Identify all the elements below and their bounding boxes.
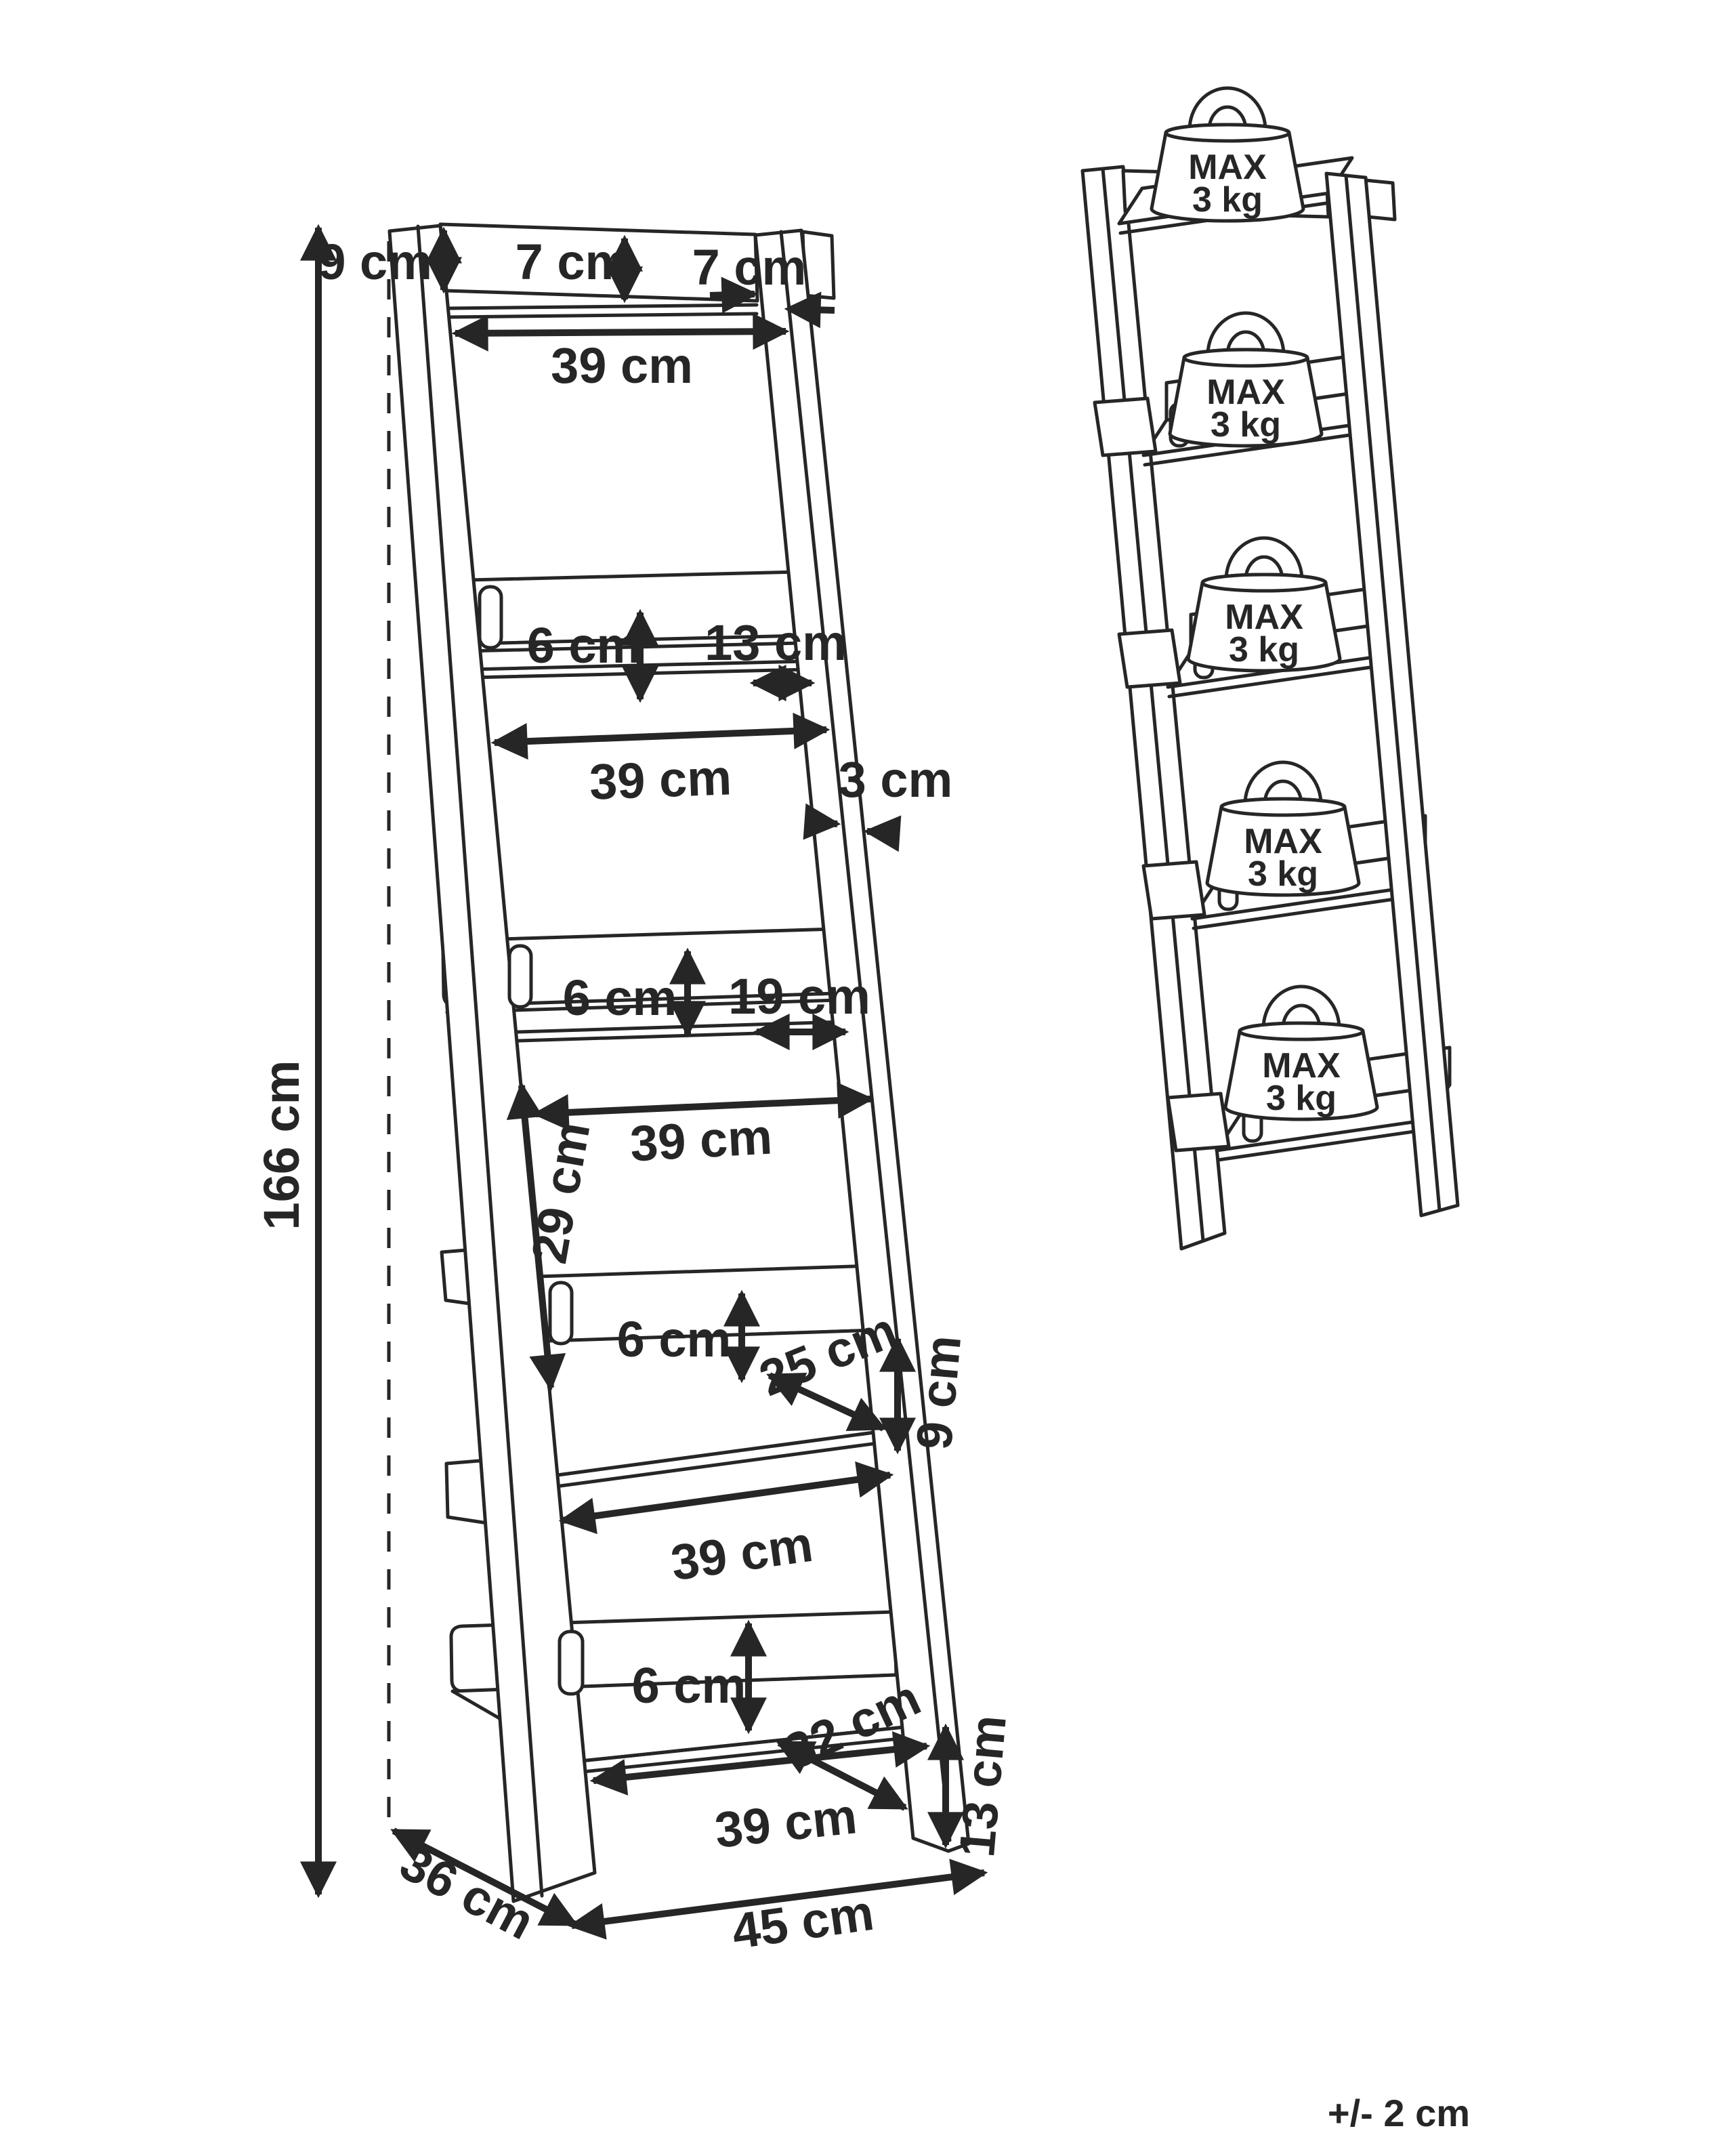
r-shelf5-lip [1216, 1127, 1430, 1162]
dim-line-gap-shelf3-shelf4 [506, 1081, 566, 1392]
dim-line-shelf5-width [589, 1731, 931, 1796]
weight-1: MAX 3 kg [1150, 86, 1305, 223]
weight-5-max-label: MAX [1262, 1046, 1341, 1085]
weight-1-handle [1187, 86, 1267, 132]
weight-5: MAX 3 kg [1223, 984, 1379, 1121]
dim-shelf5-width: 39 cm [712, 1787, 859, 1858]
dim-line-top-rail-depth-right [784, 291, 835, 329]
dim-line-rail-thickness-left [803, 803, 841, 840]
left-ladder-dimensions [299, 224, 988, 1940]
r-shelf5-side [1166, 1092, 1231, 1153]
dim-line-base-width [568, 1859, 988, 1940]
shelf4-side-tab [548, 1281, 574, 1346]
weight-1-kg-label: 3 kg [1192, 180, 1263, 220]
dim-line-base-depth [390, 1827, 579, 1928]
weight-4-top-rim [1219, 797, 1347, 817]
dim-shelf4-back-height: 6 cm [617, 1311, 732, 1367]
right-rail-edge [779, 230, 952, 1842]
weight-5-top-rim [1238, 1021, 1365, 1041]
dim-shelf2-back-height: 6 cm [527, 617, 642, 673]
dim-shelf5-front-drop: 13 cm [948, 1713, 1017, 1859]
r-shelf3-side [1117, 628, 1182, 689]
dim-top-back-height: 9 cm [318, 234, 432, 290]
weight-2-top-rim [1182, 348, 1309, 368]
weight-2: MAX 3 kg [1168, 311, 1324, 448]
shelf5-side-tab [558, 1630, 585, 1696]
weight-4: MAX 3 kg [1205, 760, 1361, 897]
shelf2-side-tab [478, 585, 503, 650]
dim-shelf3-width: 39 cm [629, 1108, 774, 1172]
weight-4-handle [1243, 760, 1323, 806]
right-drawing-left-rail-edge [1101, 167, 1205, 1243]
shelf1-surface-line [447, 303, 759, 310]
dim-shelf4-width: 39 cm [667, 1516, 816, 1591]
weight-2-max-label: MAX [1206, 373, 1285, 412]
r-shelf2-side [1093, 396, 1158, 457]
shelf3-side-tab [507, 944, 533, 1009]
dim-line-shelf2-width [490, 712, 831, 760]
weight-3-handle [1224, 536, 1304, 582]
weight-3-kg-label: 3 kg [1229, 630, 1299, 669]
dim-shelf3-back-height: 6 cm [563, 970, 677, 1026]
right-drawing-right-rail-edge [1344, 173, 1442, 1212]
dim-shelf1-width: 39 cm [551, 337, 693, 394]
dim-base-width: 45 cm [728, 1884, 877, 1960]
weight-2-kg-label: 3 kg [1211, 405, 1281, 444]
weight-1-top-rim [1164, 123, 1291, 143]
dim-line-shelf4-depth [766, 1372, 887, 1432]
dim-line-rail-thickness-right [863, 815, 902, 852]
dim-gap-shelf3-shelf4: 29 cm [520, 1118, 600, 1268]
weight-5-handle [1261, 984, 1341, 1031]
left-ladder-labels: 166 cm 9 cm 7 cm 7 cm 39 cm 6 cm 13 cm 3… [253, 234, 1017, 1960]
dim-top-shelf-back-height: 7 cm [516, 234, 630, 290]
weight-3: MAX 3 kg [1186, 536, 1342, 673]
dim-line-shelf3-width [532, 1082, 875, 1131]
tolerance-note: +/- 2 cm [1328, 2092, 1470, 2134]
r-shelf4-side [1141, 860, 1206, 921]
max-load-weights: MAX 3 kg MAX 3 kg MAX 3 kg MA [1150, 86, 1379, 1121]
dim-total-height: 166 cm [253, 1060, 310, 1230]
dim-shelf4-front-drop: 9 cm [906, 1333, 971, 1451]
dim-line-shelf4-width [558, 1461, 894, 1535]
dim-rail-thickness: 3 cm [839, 751, 953, 808]
weight-2-handle [1206, 311, 1286, 357]
dim-line-top-rail-depth-left [709, 276, 759, 314]
left-ladder-structure [387, 222, 971, 1903]
dim-shelf2-depth: 13 cm [705, 615, 847, 671]
weight-1-max-label: MAX [1188, 148, 1267, 187]
weight-3-top-rim [1200, 573, 1328, 593]
shelf1-front-lip [447, 312, 759, 319]
weight-4-kg-label: 3 kg [1248, 854, 1318, 894]
dim-shelf5-back-height: 6 cm [632, 1657, 747, 1714]
right-rail [753, 228, 971, 1853]
dim-top-rail-depth: 7 cm [692, 239, 807, 295]
weight-5-kg-label: 3 kg [1266, 1079, 1337, 1118]
left-ladder-drawing: 166 cm 9 cm 7 cm 7 cm 39 cm 6 cm 13 cm 3… [253, 222, 1017, 1960]
r-shelf3-lip [1167, 664, 1381, 699]
weight-3-max-label: MAX [1225, 598, 1303, 637]
r-shelf2-lip [1143, 432, 1357, 467]
dim-shelf3-depth: 19 cm [728, 968, 870, 1024]
dim-line-shelf1-width [451, 313, 790, 352]
left-rail-edge [416, 224, 544, 1898]
shelf2-surface-line [436, 641, 804, 654]
weight-4-max-label: MAX [1244, 822, 1322, 861]
dim-shelf2-width: 39 cm [589, 749, 733, 810]
right-ladder-drawing: MAX 3 kg MAX 3 kg MAX 3 kg MA [1080, 86, 1460, 1251]
r-shelf4-lip [1192, 896, 1406, 930]
